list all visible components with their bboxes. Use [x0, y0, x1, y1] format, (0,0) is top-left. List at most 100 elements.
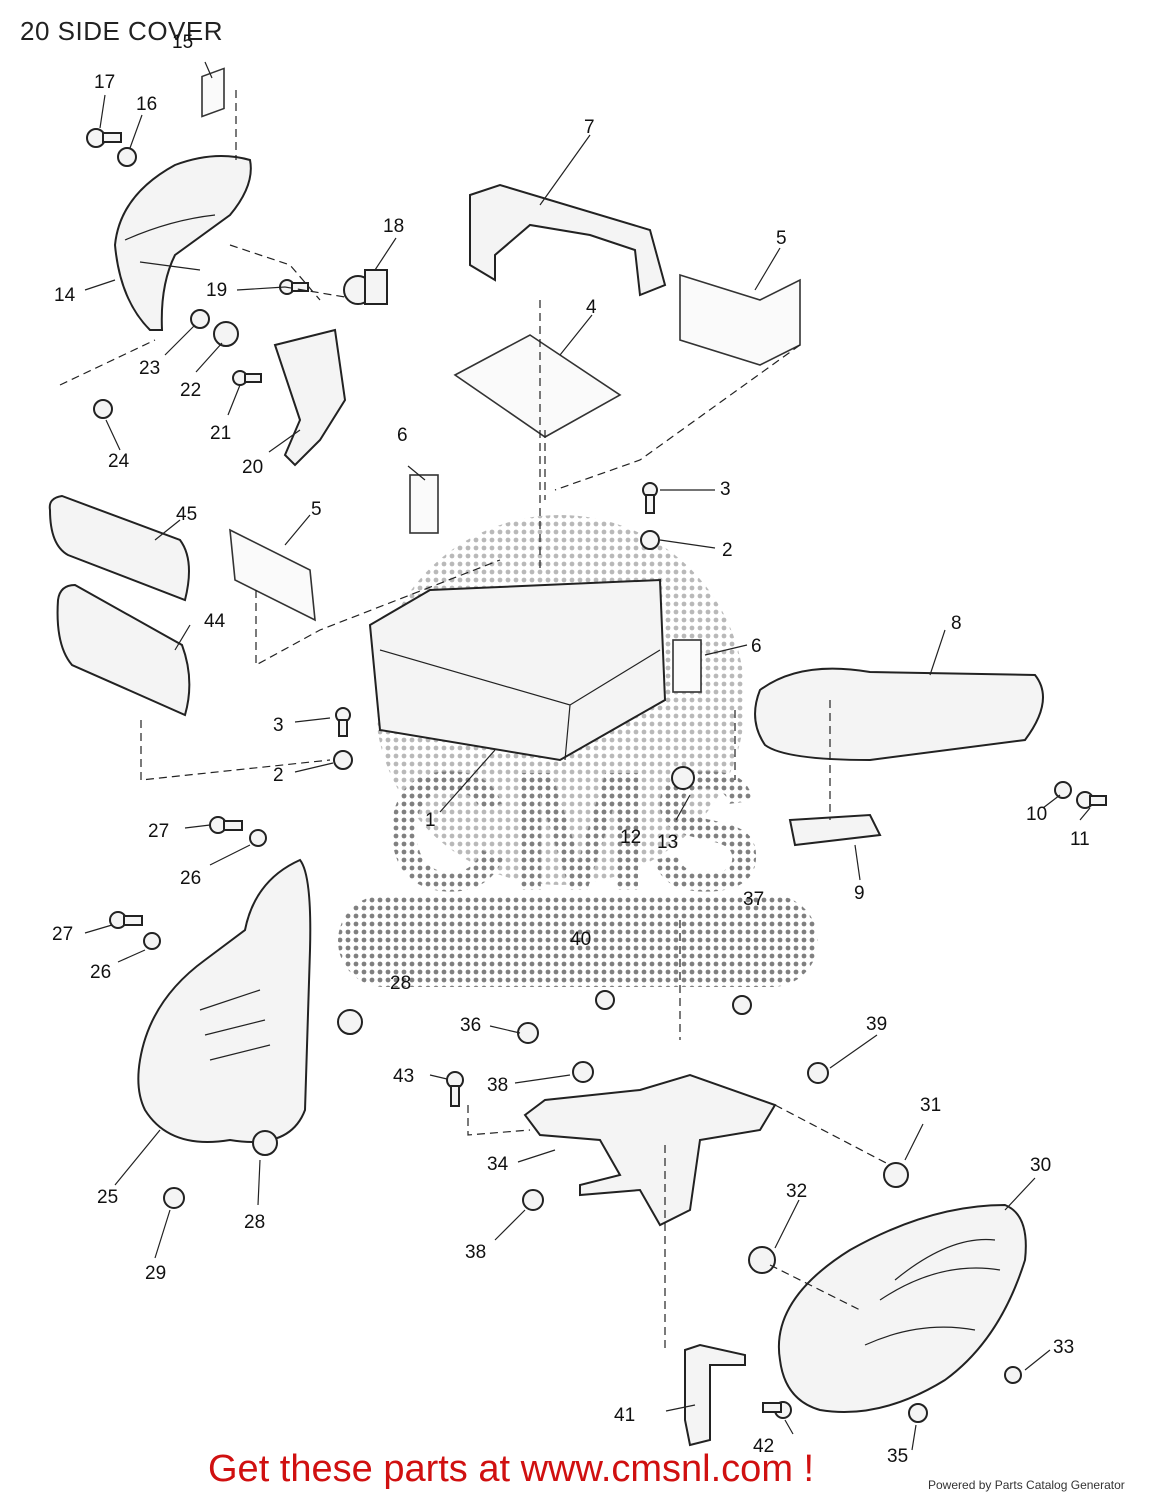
- sheet-5a-part: [679, 273, 801, 366]
- lock-assembly-part: [343, 269, 388, 305]
- callout-3a: 3: [720, 479, 731, 500]
- bolt-17-part: [86, 128, 122, 148]
- reflector-plate-part: [201, 67, 225, 118]
- clamp-39-part: [807, 1062, 829, 1084]
- right-lower-cover-30-part: [777, 1203, 1027, 1413]
- side-panel-44-part: [56, 583, 191, 717]
- callout-7: 7: [584, 117, 595, 138]
- powered-by-label: Powered by Parts Catalog Generator: [928, 1478, 1125, 1492]
- right-side-cover-8-part: [754, 667, 1044, 762]
- callout-28b: 28: [244, 1212, 265, 1233]
- callout-13: 13: [657, 832, 678, 853]
- side-panel-45-part: [48, 494, 190, 602]
- pad-9-part: [788, 813, 882, 847]
- callout-6a: 6: [397, 425, 408, 446]
- callout-30: 30: [1030, 1155, 1051, 1176]
- callout-32: 32: [786, 1181, 807, 1202]
- bolt-42-part: [762, 1401, 792, 1419]
- assembly-lines: [59, 90, 891, 1350]
- bracket-41-part: [684, 1343, 746, 1447]
- clamp-38a-part: [572, 1061, 594, 1083]
- callout-11: 11: [1070, 829, 1090, 850]
- damper-31-part: [883, 1162, 909, 1188]
- damper-28a-part: [337, 1009, 363, 1035]
- callout-39: 39: [866, 1014, 887, 1035]
- grommet-26b-part: [143, 932, 161, 950]
- callout-23: 23: [139, 358, 160, 379]
- callout-38b: 38: [465, 1242, 486, 1263]
- strap-7-part: [469, 183, 667, 297]
- clamp-40-part: [595, 990, 615, 1010]
- callout-43: 43: [393, 1066, 414, 1087]
- callout-27a: 27: [148, 821, 169, 842]
- callout-36: 36: [460, 1015, 481, 1036]
- callout-3b: 3: [273, 715, 284, 736]
- callout-6b: 6: [751, 636, 762, 657]
- clip-24-part: [93, 399, 113, 419]
- washer-2b-part: [333, 750, 353, 770]
- bolt-3a-part: [642, 482, 658, 514]
- callout-2b: 2: [273, 765, 284, 786]
- callout-21: 21: [210, 423, 231, 444]
- bolt-3b-part: [335, 707, 351, 737]
- callout-41: 41: [614, 1405, 635, 1426]
- callout-10: 10: [1026, 804, 1047, 825]
- callout-12: 12: [620, 827, 641, 848]
- bolt-21-part: [232, 370, 262, 386]
- grommet-10-part: [1054, 781, 1072, 799]
- callout-19: 19: [206, 280, 227, 301]
- pad-6a-part: [409, 474, 439, 534]
- callout-24: 24: [108, 451, 130, 472]
- callout-29: 29: [145, 1263, 166, 1284]
- grommet-26a-part: [249, 829, 267, 847]
- callout-20: 20: [242, 457, 263, 478]
- callout-9: 9: [854, 883, 865, 904]
- callout-18: 18: [383, 216, 404, 237]
- damper-28b-part: [252, 1130, 278, 1156]
- battery-box-part: [368, 578, 667, 762]
- callout-38a: 38: [487, 1075, 508, 1096]
- callout-25: 25: [97, 1187, 118, 1208]
- callout-2a: 2: [722, 540, 733, 561]
- callout-27b: 27: [52, 924, 73, 945]
- callout-17: 17: [94, 72, 115, 93]
- damper-32-part: [748, 1246, 776, 1274]
- callout-5a: 5: [776, 228, 787, 249]
- callout-28a: 28: [390, 973, 411, 994]
- sheet-5b-part: [229, 528, 316, 622]
- grommet-16-part: [117, 147, 137, 167]
- clip-29-part: [163, 1187, 185, 1209]
- promo-link[interactable]: Get these parts at www.cmsnl.com !: [208, 1448, 815, 1490]
- bolt-11-part: [1076, 791, 1107, 809]
- bolt-33-part: [1004, 1366, 1022, 1384]
- damper-12-part: [671, 766, 695, 790]
- callout-40: 40: [570, 929, 591, 950]
- page-title: 20 SIDE COVER: [20, 16, 224, 46]
- callout-26a: 26: [180, 868, 201, 889]
- leader-lines: [84, 61, 1091, 1451]
- rear-upper-cover-part: [113, 155, 252, 331]
- callout-42: 42: [753, 1436, 774, 1457]
- callout-14: 14: [54, 285, 76, 306]
- callout-15: 15: [172, 32, 193, 53]
- washer-23-part: [190, 309, 210, 329]
- callout-34: 34: [487, 1154, 509, 1175]
- callout-45: 45: [176, 504, 197, 525]
- bolt-43-part: [446, 1071, 464, 1107]
- callout-5b: 5: [311, 499, 322, 520]
- callout-33: 33: [1053, 1337, 1074, 1358]
- callout-8: 8: [951, 613, 962, 634]
- damper-22-part: [213, 321, 239, 347]
- pad-6b-part: [672, 639, 702, 693]
- callout-37: 37: [743, 889, 764, 910]
- callout-numbers: 15 17 16 7 18 5 19 14 4 23 22 21 6 24 20…: [52, 32, 1090, 1467]
- callout-22: 22: [180, 380, 201, 401]
- callout-31: 31: [920, 1095, 941, 1116]
- callout-16: 16: [136, 94, 157, 115]
- clamp-37-part: [732, 995, 752, 1015]
- sheet-4-part: [453, 334, 622, 438]
- callout-26b: 26: [90, 962, 111, 983]
- bolt-27a-part: [209, 816, 243, 834]
- callout-4: 4: [586, 297, 597, 318]
